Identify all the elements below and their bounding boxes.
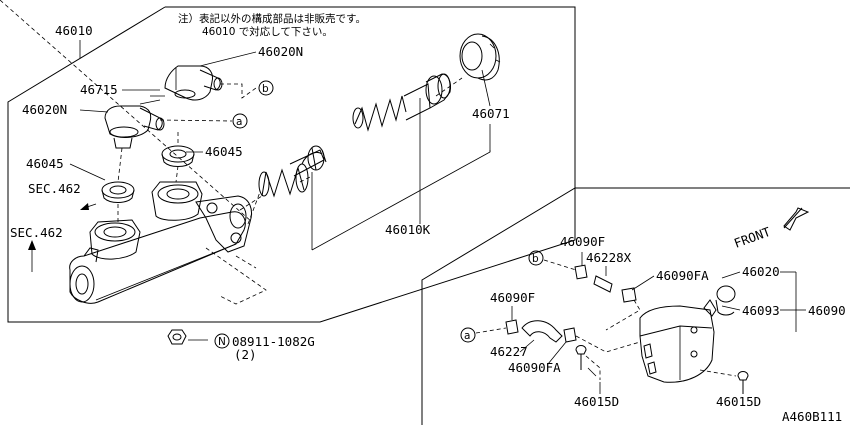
label-46093: 46093 (742, 303, 780, 318)
figure-id: A460B111 (782, 409, 842, 424)
reservoir-cap (703, 285, 736, 317)
label-sec462-lower: SEC.462 (10, 225, 63, 240)
grommet-left (101, 181, 135, 203)
ref-circle-b-upper (258, 80, 274, 96)
grommet-right (161, 145, 195, 167)
label-46020n-lower: 46020N (22, 102, 67, 117)
hose-long-46227 (505, 319, 577, 343)
reservoir-tank-46090 (639, 305, 715, 383)
svg-text:N: N (218, 336, 226, 348)
front-arrow-icon (783, 207, 810, 231)
label-46015d-left: 46015D (574, 394, 619, 409)
svg-text:b: b (262, 83, 269, 95)
label-46015d-right: 46015D (716, 394, 761, 409)
clip-46015d-right (737, 371, 749, 394)
note-line-2: 46010 で対応して下さい。 (202, 25, 333, 38)
label-46020n-upper: 46020N (258, 44, 303, 59)
boot-46071 (459, 33, 501, 81)
label-46010k: 46010K (385, 222, 431, 237)
label-46090f-upper: 46090F (560, 234, 605, 249)
label-46228x: 46228X (586, 250, 632, 265)
label-46071: 46071 (472, 106, 510, 121)
label-46020: 46020 (742, 264, 780, 279)
ref-circle-a-lower (460, 327, 476, 343)
label-46010: 46010 (55, 23, 93, 38)
spring-set (258, 145, 327, 198)
elbow-fitting-lower (104, 105, 165, 149)
elbow-fitting-upper (164, 65, 223, 101)
label-46227: 46227 (490, 344, 528, 359)
label-46090fa-lower: 46090FA (508, 360, 561, 375)
master-cylinder-body (69, 181, 252, 304)
nut-symbol-circle (214, 333, 230, 349)
reservoir-frame (421, 187, 850, 425)
label-sec462-upper: SEC.462 (28, 181, 81, 196)
label-46090: 46090 (808, 303, 846, 318)
label-front: FRONT (732, 224, 773, 251)
svg-text:a: a (236, 116, 242, 128)
label-46715: 46715 (80, 82, 118, 97)
svg-text:a: a (464, 330, 470, 342)
svg-text:b: b (532, 253, 539, 265)
ref-circle-b-lower (528, 250, 544, 266)
ref-circle-a-upper (232, 113, 248, 129)
note-line-1: 注）表記以外の構成部品は非販売です。 (178, 12, 366, 25)
label-nut-part: 08911-1082G (232, 334, 315, 349)
label-nut-qty: (2) (234, 347, 257, 362)
piston-assembly (352, 73, 451, 132)
clip-46015d-left (575, 345, 587, 370)
nut-fastener (167, 329, 187, 345)
label-46045-left: 46045 (26, 156, 64, 171)
hose-short-46228x (574, 264, 637, 303)
label-46045-right: 46045 (205, 144, 243, 159)
label-46090f-lower: 46090F (490, 290, 535, 305)
label-46090fa-upper: 46090FA (656, 268, 709, 283)
